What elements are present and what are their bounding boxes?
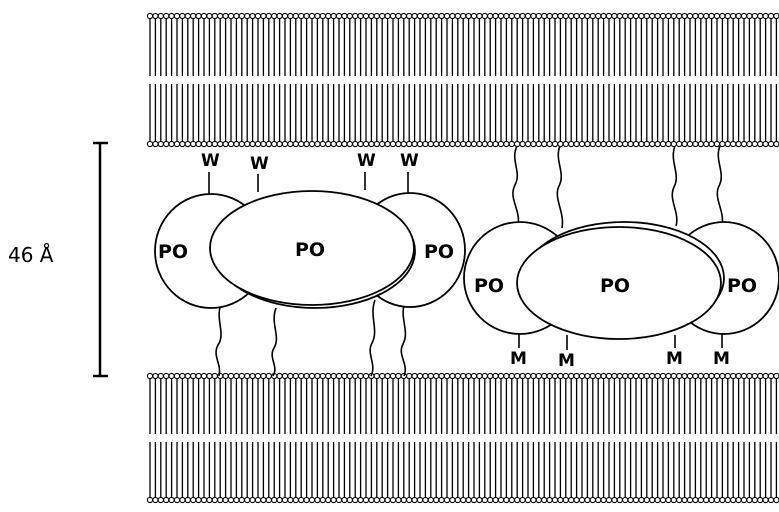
po-label-right: PO	[727, 275, 757, 297]
residue-w-2: W	[250, 154, 269, 174]
po-label-center: PO	[600, 275, 630, 297]
lower-lipid-bilayer	[147, 373, 779, 502]
po-label-center: PO	[295, 239, 325, 261]
residue-m-3: M	[666, 349, 683, 369]
po-label-left: PO	[474, 275, 504, 297]
po-label-right: PO	[424, 241, 454, 263]
residue-w-3: W	[357, 151, 376, 171]
residue-m-2: M	[558, 351, 575, 371]
residue-m-4: M	[713, 349, 730, 369]
scale-bar-label: 46 Å	[8, 243, 54, 267]
residue-w-4: W	[400, 151, 419, 171]
complex-right: PO PO PO M M M M	[464, 146, 779, 371]
residue-w-1: W	[201, 151, 220, 171]
connectors-right	[513, 146, 723, 228]
complex-left: PO PO PO W W W W	[155, 151, 465, 376]
po-label-left: PO	[158, 241, 188, 263]
upper-lipid-bilayer	[147, 13, 779, 146]
residue-m-1: M	[510, 349, 527, 369]
connectors-left	[216, 300, 405, 376]
scale-bar	[93, 143, 108, 376]
